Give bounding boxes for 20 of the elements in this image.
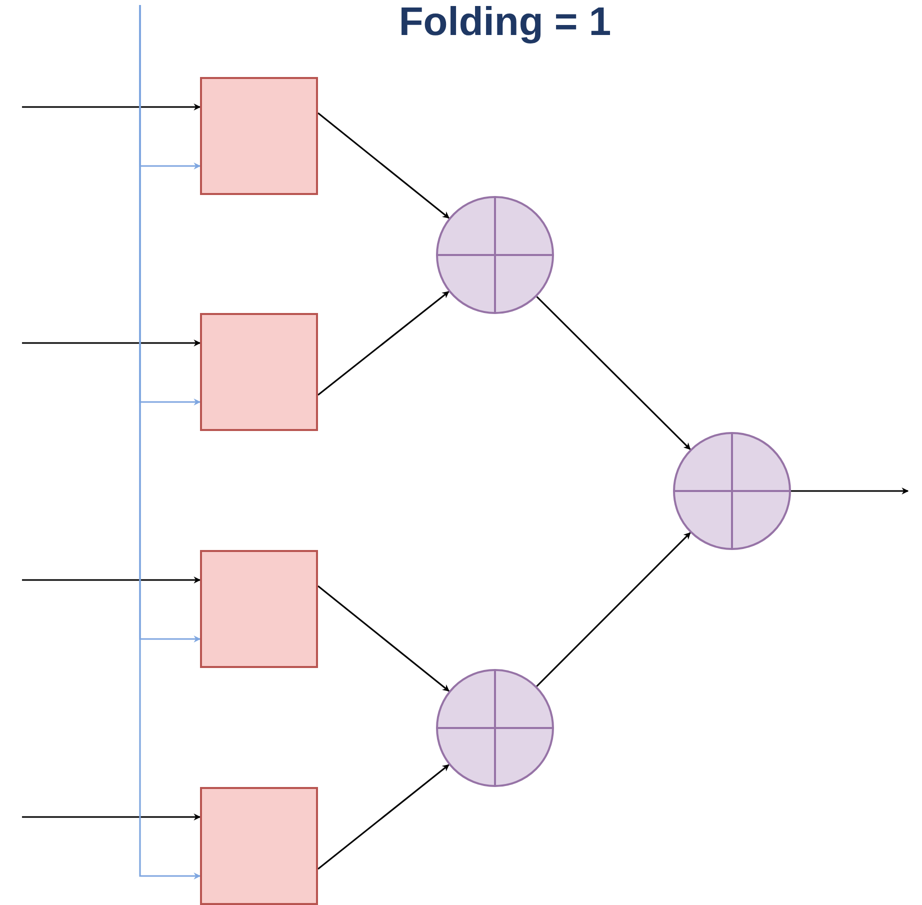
process-box	[200, 313, 318, 431]
arrow	[536, 532, 691, 687]
arrow	[318, 585, 450, 692]
process-box	[200, 550, 318, 668]
arrow	[22, 340, 201, 346]
adder-circle	[436, 196, 554, 314]
arrow	[791, 488, 909, 494]
arrow	[536, 296, 691, 450]
arrow	[318, 290, 450, 396]
arrow	[22, 104, 201, 110]
adder-circle	[673, 432, 791, 550]
title: Folding = 1	[398, 0, 612, 44]
adder-circle	[436, 669, 554, 787]
arrow	[318, 764, 450, 870]
arrow	[22, 576, 201, 584]
process-box	[200, 787, 318, 905]
arrow	[22, 814, 201, 820]
arrow	[139, 5, 201, 880]
process-box	[200, 77, 318, 195]
arrow	[318, 112, 450, 219]
